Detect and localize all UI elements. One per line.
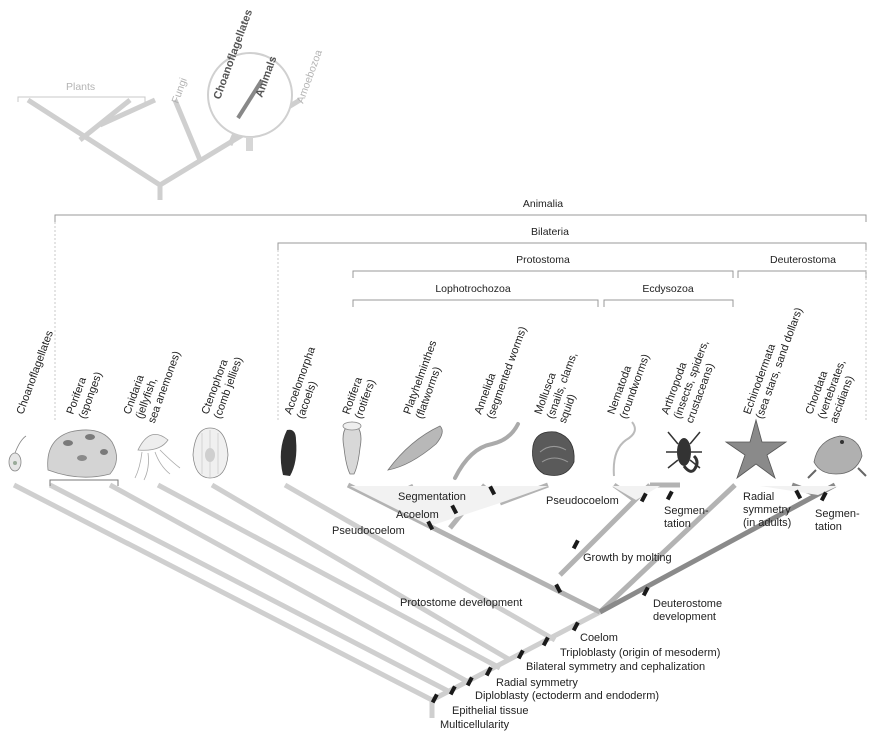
ctenophora-illustration <box>192 427 229 479</box>
trait-radial-symmetry-adults-1: Radial <box>743 491 774 503</box>
platyhelminthes-illustration <box>387 425 443 471</box>
organism-illustrations <box>8 418 867 481</box>
trait-labels: Segmentation Acoelom Pseudocoelom Pseudo… <box>332 491 860 731</box>
trait-radial-symmetry-adults-2: symmetry <box>743 504 791 516</box>
chordata-illustration <box>807 435 867 479</box>
annelida-illustration <box>453 422 520 480</box>
rotifera-illustration <box>342 421 362 475</box>
mollusca-illustration <box>532 431 575 476</box>
group-brackets: Animalia Bilateria Protostoma Deuterosto… <box>54 198 867 420</box>
inset-plants-label: Plants <box>66 81 95 93</box>
lophotrochozoa-label: Lophotrochozoa <box>435 283 510 295</box>
echinodermata-illustration <box>724 418 788 480</box>
trait-triploblasty: Triploblasty (origin of mesoderm) <box>560 647 720 659</box>
nematoda-illustration <box>612 421 636 477</box>
arthropoda-illustration <box>666 431 702 473</box>
trait-pseudocoelom-nematoda: Pseudocoelom <box>546 495 619 507</box>
trait-epithelial-tissue: Epithelial tissue <box>452 705 528 717</box>
trait-protostome-development: Protostome development <box>400 597 522 609</box>
trait-bilateral-symmetry: Bilateral symmetry and cephalization <box>526 661 705 673</box>
taxon-annelida-common: (segmented worms) <box>485 325 530 420</box>
inset-fungi-label: Fungi <box>170 76 190 105</box>
trait-deuterostome-development-2: development <box>653 611 716 623</box>
trait-pseudocoelom-rotifera: Pseudocoelom <box>332 525 405 537</box>
trait-acoelom: Acoelom <box>396 509 439 521</box>
character-ticks <box>426 485 828 704</box>
inset-amoebozoa-label: Amoebozoa <box>295 48 325 105</box>
protostoma-label: Protostoma <box>516 254 570 266</box>
animalia-label: Animalia <box>523 198 563 210</box>
taxon-labels: Choanoflagellates Porifera (sponges) Cni… <box>15 306 857 425</box>
inset-tree: Plants Fungi Choanoflagellates Animals A… <box>17 8 325 200</box>
trait-segmentation-arthropoda-2: tation <box>664 518 691 530</box>
cnidaria-illustration <box>134 433 181 481</box>
trait-multicellularity: Multicellularity <box>440 719 510 731</box>
trait-segmentation-arthropoda-1: Segmen- <box>664 505 709 517</box>
choanoflagellate-illustration <box>8 435 27 472</box>
trait-segmentation-chordata-1: Segmen- <box>815 508 860 520</box>
deuterostoma-label: Deuterostoma <box>770 254 836 266</box>
main-tree <box>12 479 838 718</box>
bilateria-label: Bilateria <box>531 226 569 238</box>
trait-segmentation-annelida: Segmentation <box>398 491 466 503</box>
trait-growth-by-molting: Growth by molting <box>583 552 672 564</box>
taxon-choanoflagellates-name: Choanoflagellates <box>15 329 57 416</box>
acoelomorpha-illustration <box>280 429 297 476</box>
porifera-illustration <box>47 429 117 478</box>
trait-diploblasty: Diploblasty (ectoderm and endoderm) <box>475 690 659 702</box>
trait-segmentation-chordata-2: tation <box>815 521 842 533</box>
ecdysozoa-label: Ecdysozoa <box>642 283 694 295</box>
trait-deuterostome-development-1: Deuterostome <box>653 598 722 610</box>
trait-radial-symmetry: Radial symmetry <box>496 677 578 689</box>
trait-radial-symmetry-adults-3: (in adults) <box>743 517 791 529</box>
trait-coelom: Coelom <box>580 632 618 644</box>
magnifier-handle <box>246 137 253 151</box>
